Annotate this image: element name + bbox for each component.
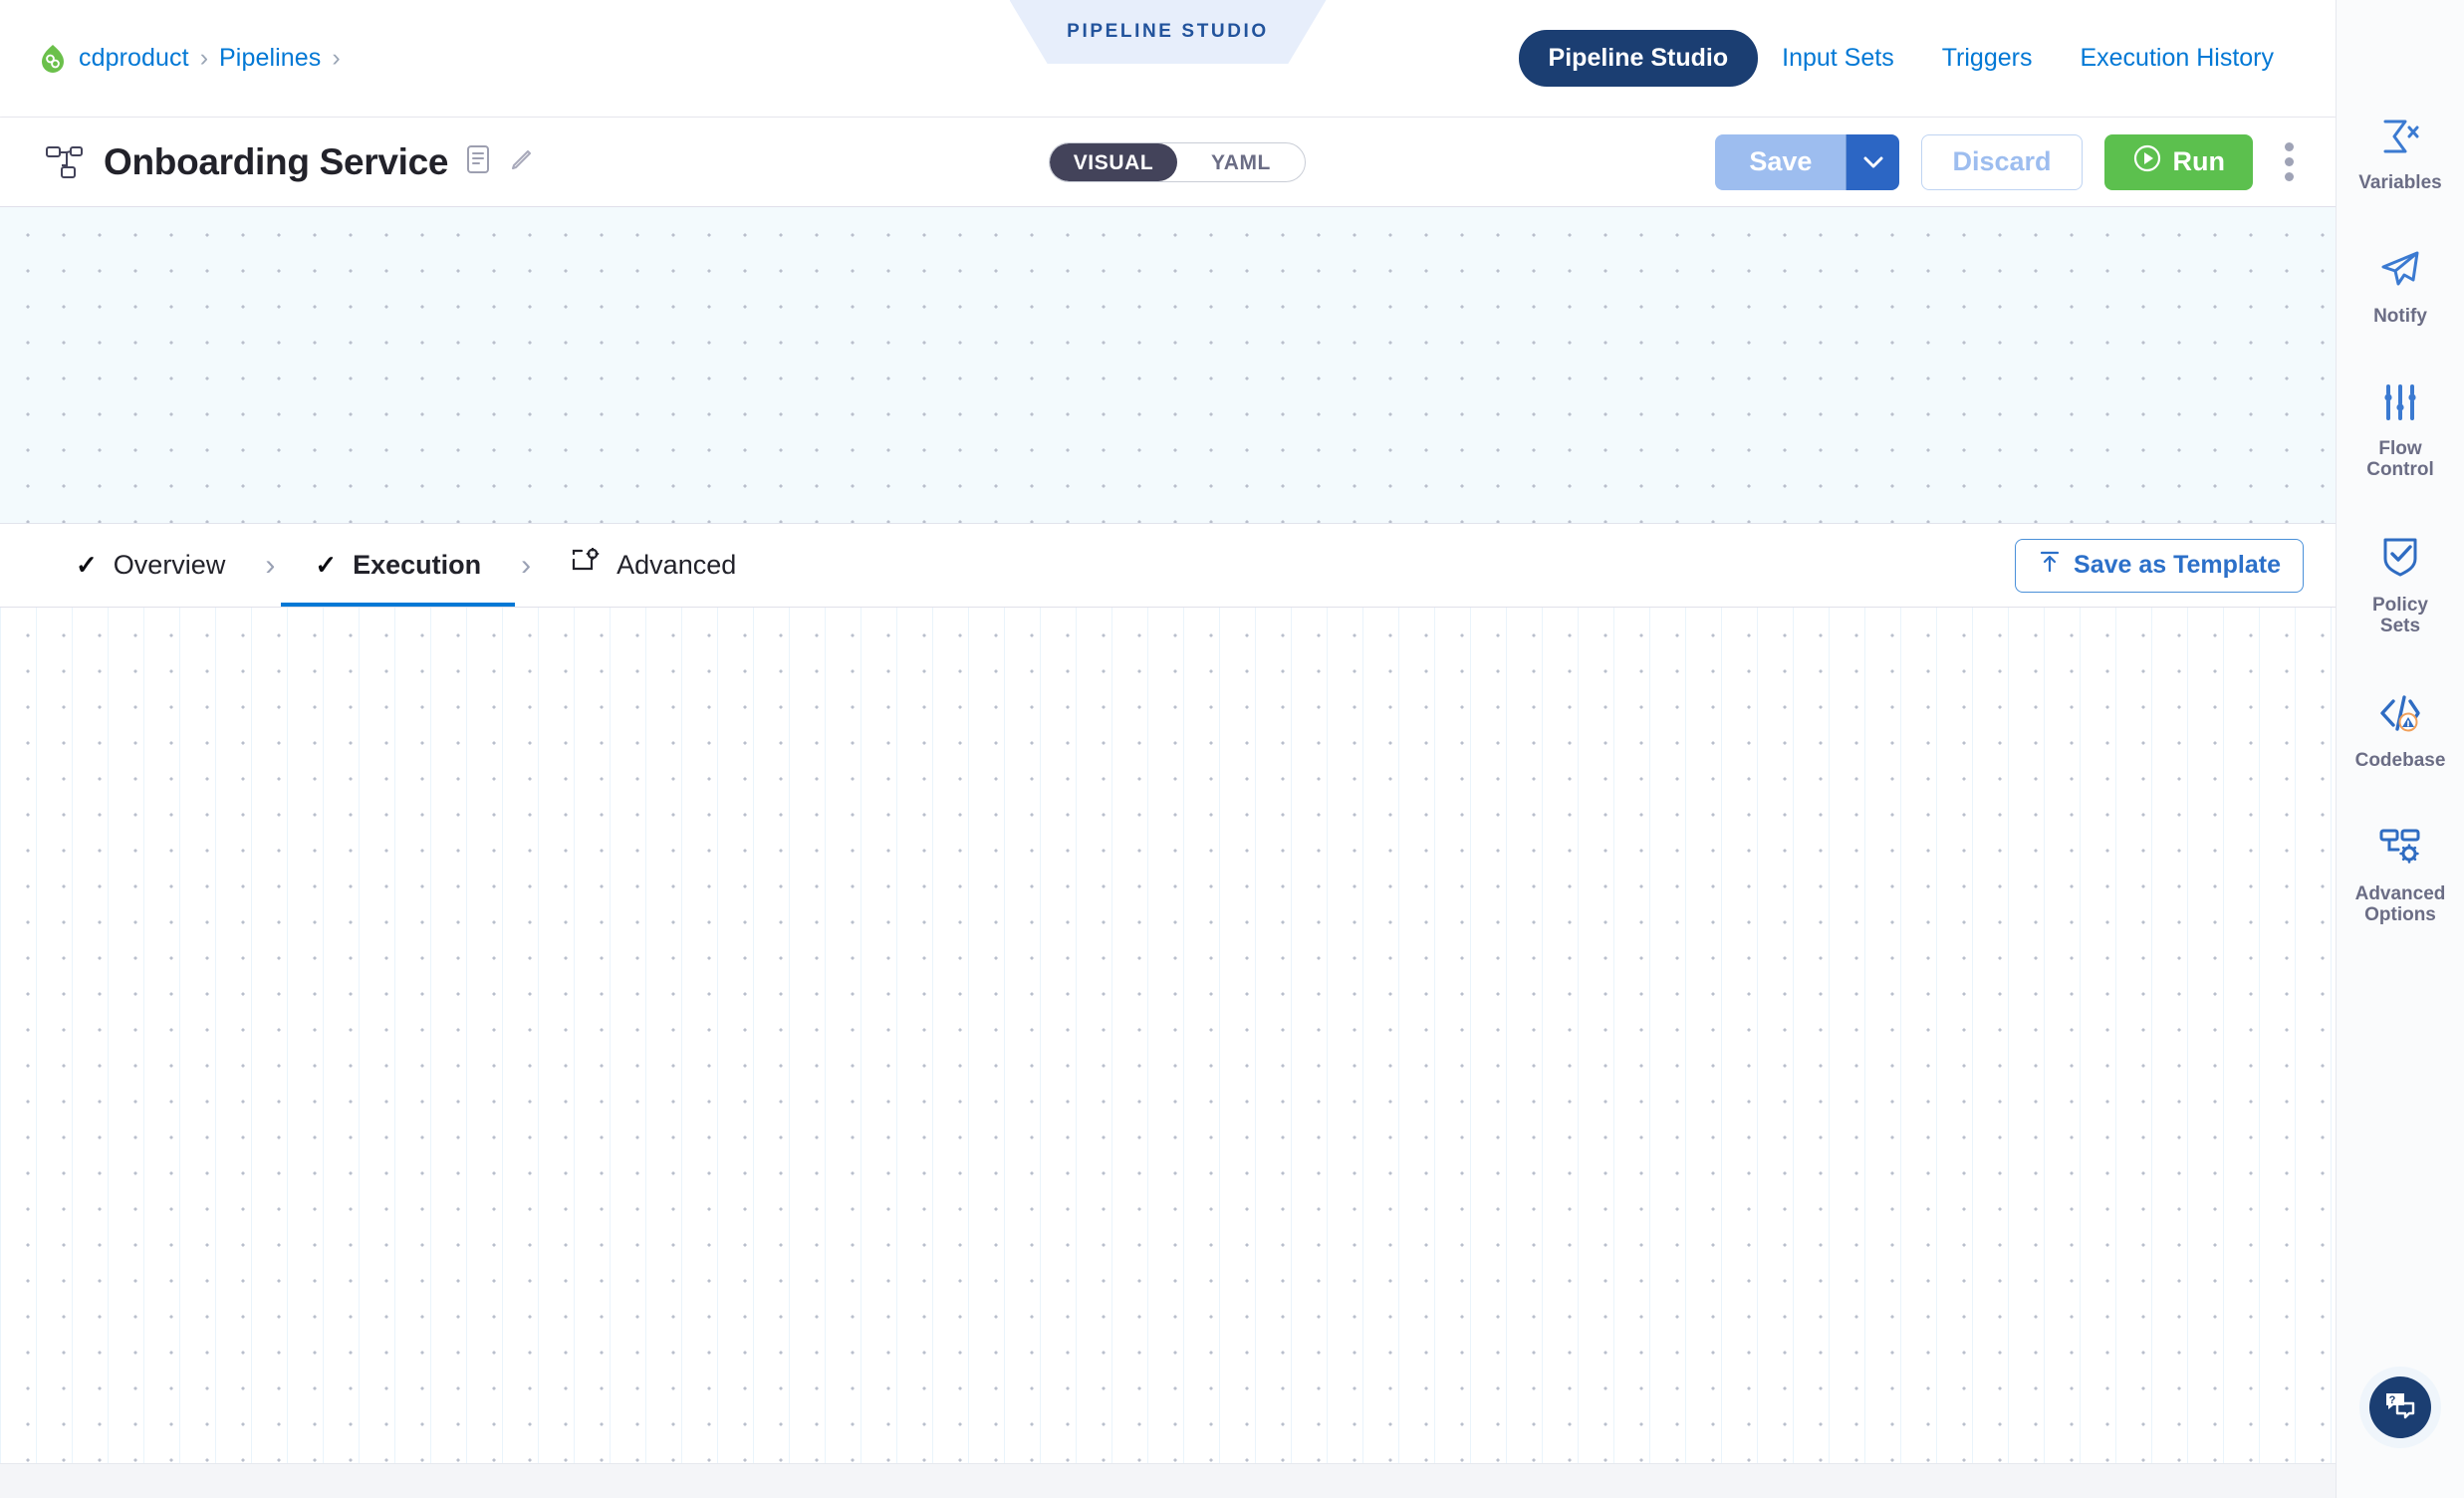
tab-triggers[interactable]: Triggers [1941, 44, 2033, 72]
more-vertical-icon[interactable] [2275, 134, 2304, 189]
paper-plane-icon [2379, 249, 2421, 294]
rail-label-policy-sets: Policy Sets [2372, 595, 2428, 637]
rail-item-notify[interactable]: Notify [2337, 249, 2464, 327]
pipeline-flow-icon [46, 145, 86, 179]
save-button-group: Save [1715, 133, 1900, 190]
rail-item-codebase[interactable]: Codebase [2337, 693, 2464, 771]
stage-graph-canvas[interactable]: </> Create and Update Service Add Stage [0, 207, 2336, 524]
help-chat-icon: ? [2383, 1390, 2417, 1425]
rail-label-advanced-options: Advanced Options [2355, 883, 2446, 926]
rail-item-flow-control[interactable]: Flow Control [2337, 383, 2464, 481]
tab-chevron-2-icon: › [521, 548, 532, 582]
stage-config-tabs: ✓ Overview › ✓ Execution › Advanced [0, 524, 2336, 608]
tab-execution-history[interactable]: Execution History [2080, 44, 2274, 72]
execution-check-icon: ✓ [315, 550, 338, 580]
svg-text:?: ? [2389, 1394, 2396, 1406]
tab-overview[interactable]: ✓ Overview [42, 524, 259, 607]
canvas-bottom-strip [0, 1463, 2336, 1498]
shield-check-icon [2380, 536, 2420, 583]
breadcrumb-item-pipelines[interactable]: Pipelines [219, 44, 322, 72]
title-action-group: Save Discard Run [1715, 133, 2304, 190]
tab-advanced-label: Advanced [616, 550, 737, 580]
play-circle-icon [2132, 143, 2162, 180]
advanced-gear-icon [571, 547, 601, 583]
save-as-template-label: Save as Template [2074, 551, 2281, 579]
rail-label-advanced-line2: Options [2364, 904, 2436, 926]
pipeline-studio-banner: PIPELINE STUDIO [1009, 0, 1327, 64]
overview-check-icon: ✓ [76, 550, 98, 580]
top-navigation: Pipeline Studio Input Sets Triggers Exec… [1518, 30, 2298, 87]
toggle-option-yaml[interactable]: YAML [1211, 150, 1271, 174]
rail-label-flow-control: Flow Control [2366, 438, 2434, 481]
tab-execution-label: Execution [353, 550, 482, 580]
tab-input-sets[interactable]: Input Sets [1782, 44, 1894, 72]
tab-advanced[interactable]: Advanced [537, 524, 770, 607]
harness-cd-leaf-icon [38, 44, 68, 74]
rail-label-flow-line2: Control [2366, 458, 2434, 480]
run-button-label: Run [2172, 146, 2225, 176]
template-upload-icon [2038, 550, 2062, 581]
discard-button[interactable]: Discard [1921, 133, 2083, 190]
rail-item-policy-sets[interactable]: Policy Sets [2337, 536, 2464, 637]
rail-label-policy-line1: Policy [2372, 595, 2428, 617]
save-as-template-button[interactable]: Save as Template [2015, 538, 2304, 593]
tab-execution[interactable]: ✓ Execution [281, 524, 515, 607]
rail-label-flow-line1: Flow [2378, 437, 2422, 459]
rail-label-notify: Notify [2373, 306, 2427, 328]
toggle-option-visual[interactable]: VISUAL [1050, 142, 1177, 181]
right-rail: Variables Notify Flow [2336, 0, 2464, 1498]
codebase-warning-icon [2377, 693, 2423, 738]
sigma-variables-icon [2379, 118, 2421, 160]
visual-yaml-toggle[interactable]: VISUAL YAML [1049, 141, 1306, 182]
tab-chevron-1-icon: › [265, 548, 276, 582]
run-button[interactable]: Run [2103, 133, 2253, 190]
pipeline-title-bar: Onboarding Service VISUAL YAML [0, 118, 2336, 207]
sliders-icon [2380, 383, 2420, 426]
main-column: cdproduct › Pipelines › PIPELINE STUDIO … [0, 0, 2336, 1498]
breadcrumb-bar: cdproduct › Pipelines › PIPELINE STUDIO … [0, 0, 2336, 118]
save-dropdown-chevron-down-icon[interactable] [1846, 133, 1900, 190]
rail-label-policy-line2: Sets [2379, 616, 2421, 637]
breadcrumb-separator-trailing: › [332, 44, 341, 72]
breadcrumb-item-cdproduct[interactable]: cdproduct [79, 44, 189, 72]
advanced-options-icon [2377, 827, 2423, 872]
description-icon[interactable] [466, 144, 490, 179]
pencil-edit-icon[interactable] [508, 145, 536, 178]
rail-item-advanced-options[interactable]: Advanced Options [2337, 827, 2464, 926]
execution-graph-canvas[interactable]: </> Service Create and Update... [0, 608, 2336, 1498]
rail-label-codebase: Codebase [2354, 749, 2446, 771]
pipeline-studio-banner-label: PIPELINE STUDIO [1067, 21, 1269, 42]
page-title: Onboarding Service [104, 140, 449, 182]
tab-overview-label: Overview [113, 550, 226, 580]
breadcrumb: cdproduct › Pipelines › [0, 44, 341, 74]
rail-label-variables: Variables [2358, 172, 2442, 193]
rail-label-advanced-line1: Advanced [2354, 882, 2446, 904]
save-button[interactable]: Save [1715, 133, 1847, 190]
rail-item-variables[interactable]: Variables [2337, 118, 2464, 193]
tab-pipeline-studio[interactable]: Pipeline Studio [1518, 30, 1759, 87]
title-left-group: Onboarding Service [0, 141, 536, 183]
help-chat-button[interactable]: ? [2369, 1376, 2431, 1438]
breadcrumb-separator: › [199, 44, 209, 72]
